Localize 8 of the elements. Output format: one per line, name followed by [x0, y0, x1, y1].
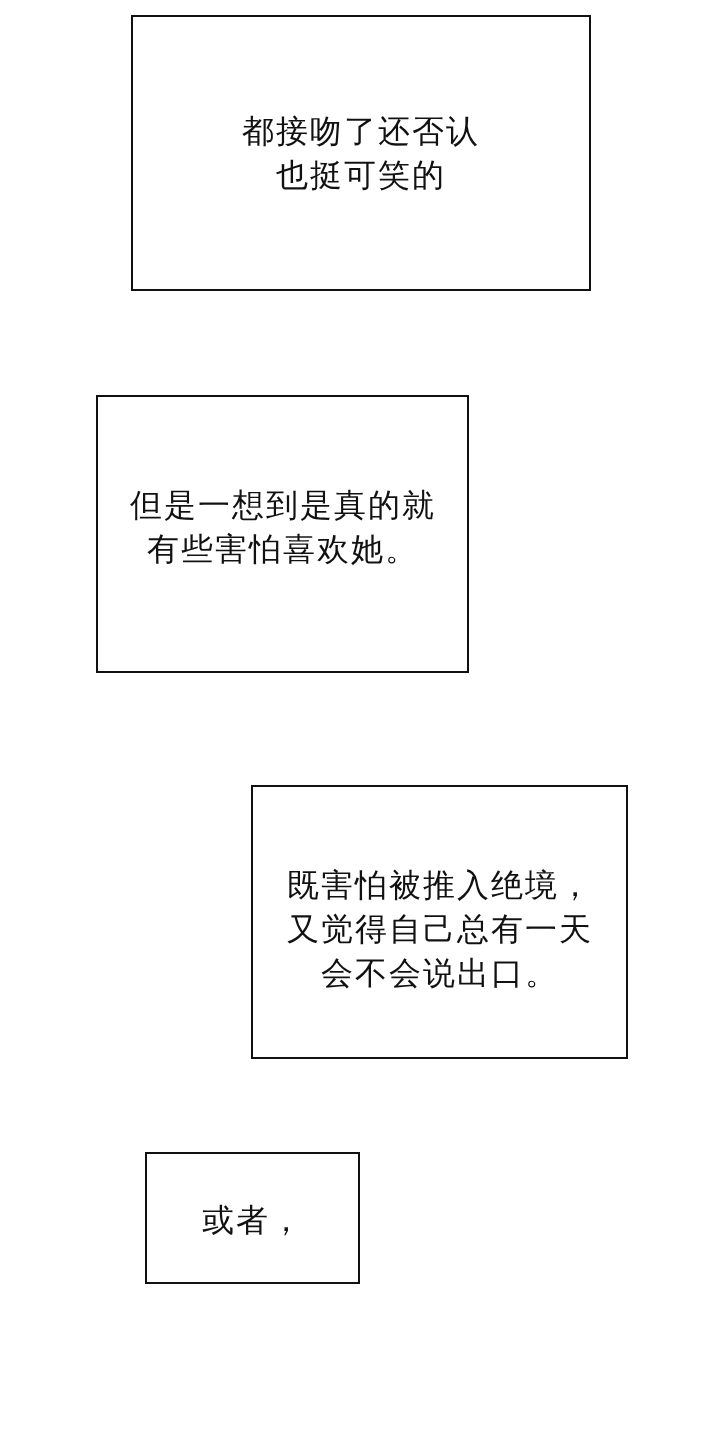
narration-box	[96, 395, 469, 673]
narration-box	[251, 785, 628, 1059]
narration-text: 但是一想到是真的就有些害怕喜欢她。	[128, 485, 437, 570]
narration-box	[145, 1152, 360, 1284]
narration-text: 既害怕被推入绝境，又觉得自己总有一天会不会说出口。	[285, 865, 594, 994]
narration-box	[131, 15, 591, 291]
narration-text: 或者，	[200, 1200, 305, 1241]
narration-text: 都接吻了还否认也挺可笑的	[241, 111, 481, 196]
